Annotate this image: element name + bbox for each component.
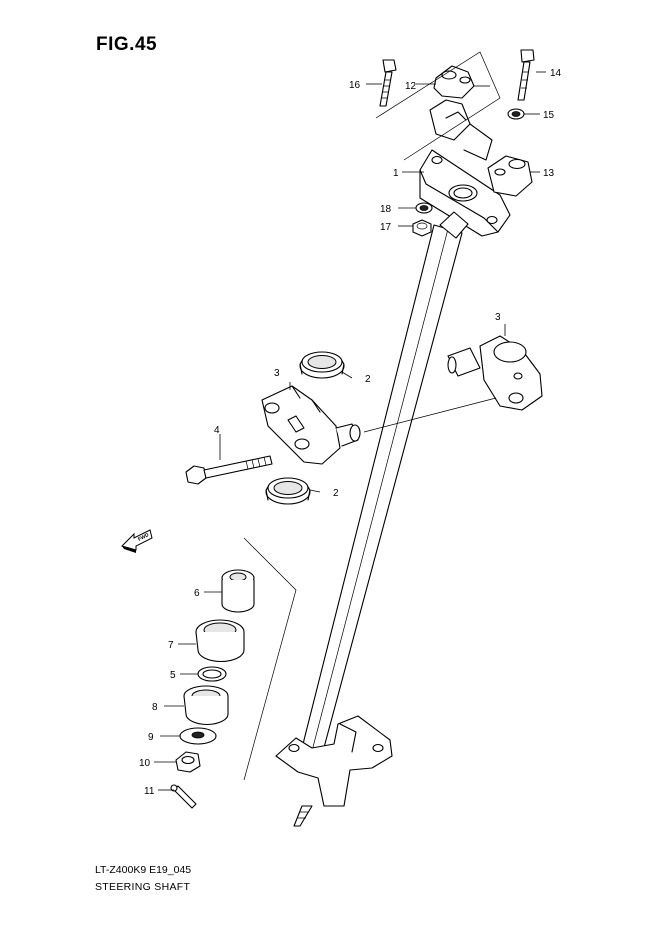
steering-shaft[interactable] xyxy=(301,224,463,756)
callout-3-right: 3 xyxy=(495,312,501,323)
bolt-4[interactable] xyxy=(185,455,273,485)
seal-7[interactable] xyxy=(195,619,245,663)
washer-5[interactable] xyxy=(197,666,227,682)
bushing-2-lower[interactable] xyxy=(265,477,311,505)
callout-3-left: 3 xyxy=(274,368,280,379)
fwd-arrow-text: FWD xyxy=(137,532,150,543)
holder-alignment-line xyxy=(363,397,497,433)
dashed-boundary-upper xyxy=(375,51,501,161)
callout-12: 12 xyxy=(405,81,417,92)
washer-9[interactable] xyxy=(179,727,217,745)
bolt-16[interactable] xyxy=(379,59,397,107)
callout-18: 18 xyxy=(380,204,392,215)
callout-4: 4 xyxy=(214,425,220,436)
shaft-holder-right[interactable] xyxy=(447,335,543,411)
handlebar-clamp-right[interactable] xyxy=(487,155,533,197)
steering-shaft-lower-end[interactable] xyxy=(275,715,393,827)
callout-7: 7 xyxy=(168,640,174,651)
callout-9: 9 xyxy=(148,732,154,743)
bushing-6[interactable] xyxy=(221,569,255,613)
callout-labels: 1 2 2 3 3 4 5 6 7 8 9 10 11 12 13 14 15 … xyxy=(139,68,562,797)
figure-title: FIG.45 xyxy=(96,34,158,55)
fwd-arrow-icon: FWD xyxy=(121,529,153,553)
callout-5: 5 xyxy=(170,670,176,681)
handlebar-clamp-upper[interactable] xyxy=(429,65,493,161)
leader-lines xyxy=(154,71,546,791)
bushing-2-upper[interactable] xyxy=(299,351,345,379)
callout-8: 8 xyxy=(152,702,158,713)
callout-15: 15 xyxy=(543,110,555,121)
handlebar-holder-upper[interactable] xyxy=(419,149,511,239)
cotter-pin-11[interactable] xyxy=(170,784,197,809)
nut-17[interactable] xyxy=(412,219,432,237)
figure-caption: STEERING SHAFT xyxy=(95,881,191,893)
callout-14: 14 xyxy=(550,68,562,79)
model-code: LT-Z400K9 E19_045 xyxy=(95,864,192,876)
dashed-boundary-lower xyxy=(243,537,297,781)
callout-6: 6 xyxy=(194,588,200,599)
nut-10[interactable] xyxy=(175,751,201,773)
washer-15[interactable] xyxy=(507,108,525,120)
bolt-14[interactable] xyxy=(517,49,535,101)
callout-1: 1 xyxy=(393,168,399,179)
shaft-holder-left[interactable] xyxy=(261,385,361,465)
callout-16: 16 xyxy=(349,80,361,91)
callout-10: 10 xyxy=(139,758,151,769)
callout-13: 13 xyxy=(543,168,555,179)
callout-2-upper: 2 xyxy=(365,374,371,385)
washer-18[interactable] xyxy=(415,202,433,214)
bearing-8[interactable] xyxy=(183,685,229,726)
callout-11: 11 xyxy=(144,786,155,797)
callout-2-lower: 2 xyxy=(333,488,339,499)
callout-17: 17 xyxy=(380,222,392,233)
